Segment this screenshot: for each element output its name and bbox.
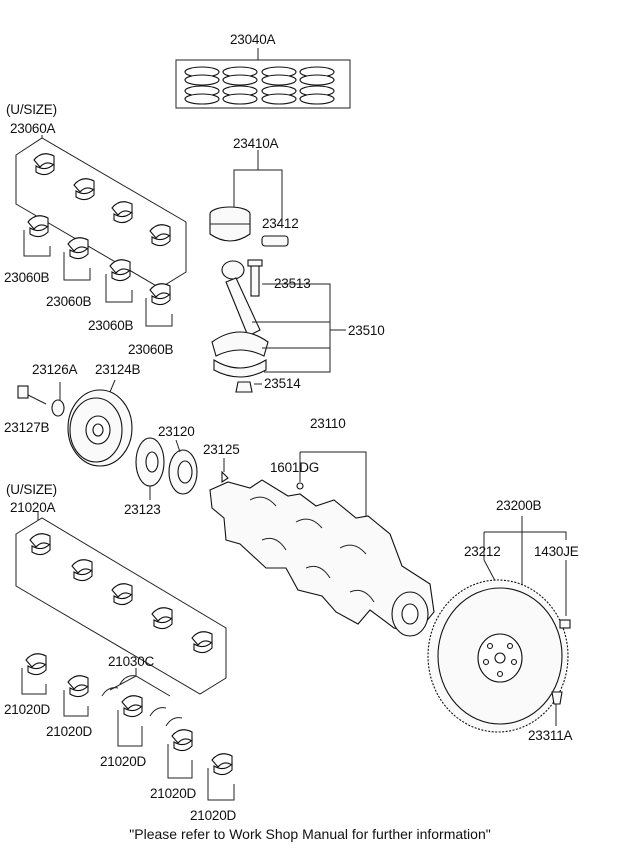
label-21020A: 21020A <box>10 500 56 515</box>
label-21020D-2: 21020D <box>46 724 93 739</box>
label-23513: 23513 <box>274 276 311 291</box>
label-23123: 23123 <box>124 502 161 517</box>
footer-note: "Please refer to Work Shop Manual for fu… <box>129 826 491 842</box>
damper-pulley <box>17 379 133 467</box>
label-23514: 23514 <box>264 376 301 391</box>
label-23060B-1: 23060B <box>4 270 50 285</box>
label-1601DG: 1601DG <box>270 460 320 475</box>
crank-sprocket <box>135 437 229 500</box>
label-23110: 23110 <box>310 416 346 431</box>
label-23127B: 23127B <box>4 420 50 435</box>
label-23200B: 23200B <box>496 498 542 513</box>
label-21020D-5: 21020D <box>190 808 237 823</box>
label-23040A: 23040A <box>230 32 276 47</box>
label-21020D-1: 21020D <box>4 702 51 717</box>
label-23060B-3: 23060B <box>88 318 134 333</box>
label-23311A: 23311A <box>528 728 573 743</box>
label-23212: 23212 <box>464 544 501 559</box>
label-23410A: 23410A <box>233 136 279 151</box>
label-1430JE: 1430JE <box>534 544 579 559</box>
label-usize-upper: (U/SIZE) <box>6 102 57 117</box>
label-23120: 23120 <box>158 424 195 439</box>
label-23125: 23125 <box>203 442 240 457</box>
label-21020D-3: 21020D <box>100 754 147 769</box>
label-usize-lower: (U/SIZE) <box>6 482 57 497</box>
piston-ring-set <box>175 48 351 109</box>
label-23060A: 23060A <box>10 121 56 136</box>
thrust-bearings <box>21 653 235 801</box>
label-21020D-4: 21020D <box>150 786 197 801</box>
crankshaft <box>209 451 435 637</box>
label-23126A: 23126A <box>32 362 78 377</box>
label-23060B-2: 23060B <box>46 294 92 309</box>
piston-assembly <box>209 150 289 247</box>
label-23124B: 23124B <box>95 362 141 377</box>
flywheel <box>427 516 571 733</box>
connecting-rod <box>211 259 346 393</box>
main-bearing-set-upper <box>15 135 187 289</box>
main-bearing-halves-23060B <box>23 215 173 327</box>
main-bearing-set-lower <box>15 512 227 695</box>
label-23510: 23510 <box>348 323 385 338</box>
label-23412: 23412 <box>262 216 299 231</box>
label-23060B-4: 23060B <box>128 342 174 357</box>
label-21030C: 21030C <box>108 654 155 669</box>
